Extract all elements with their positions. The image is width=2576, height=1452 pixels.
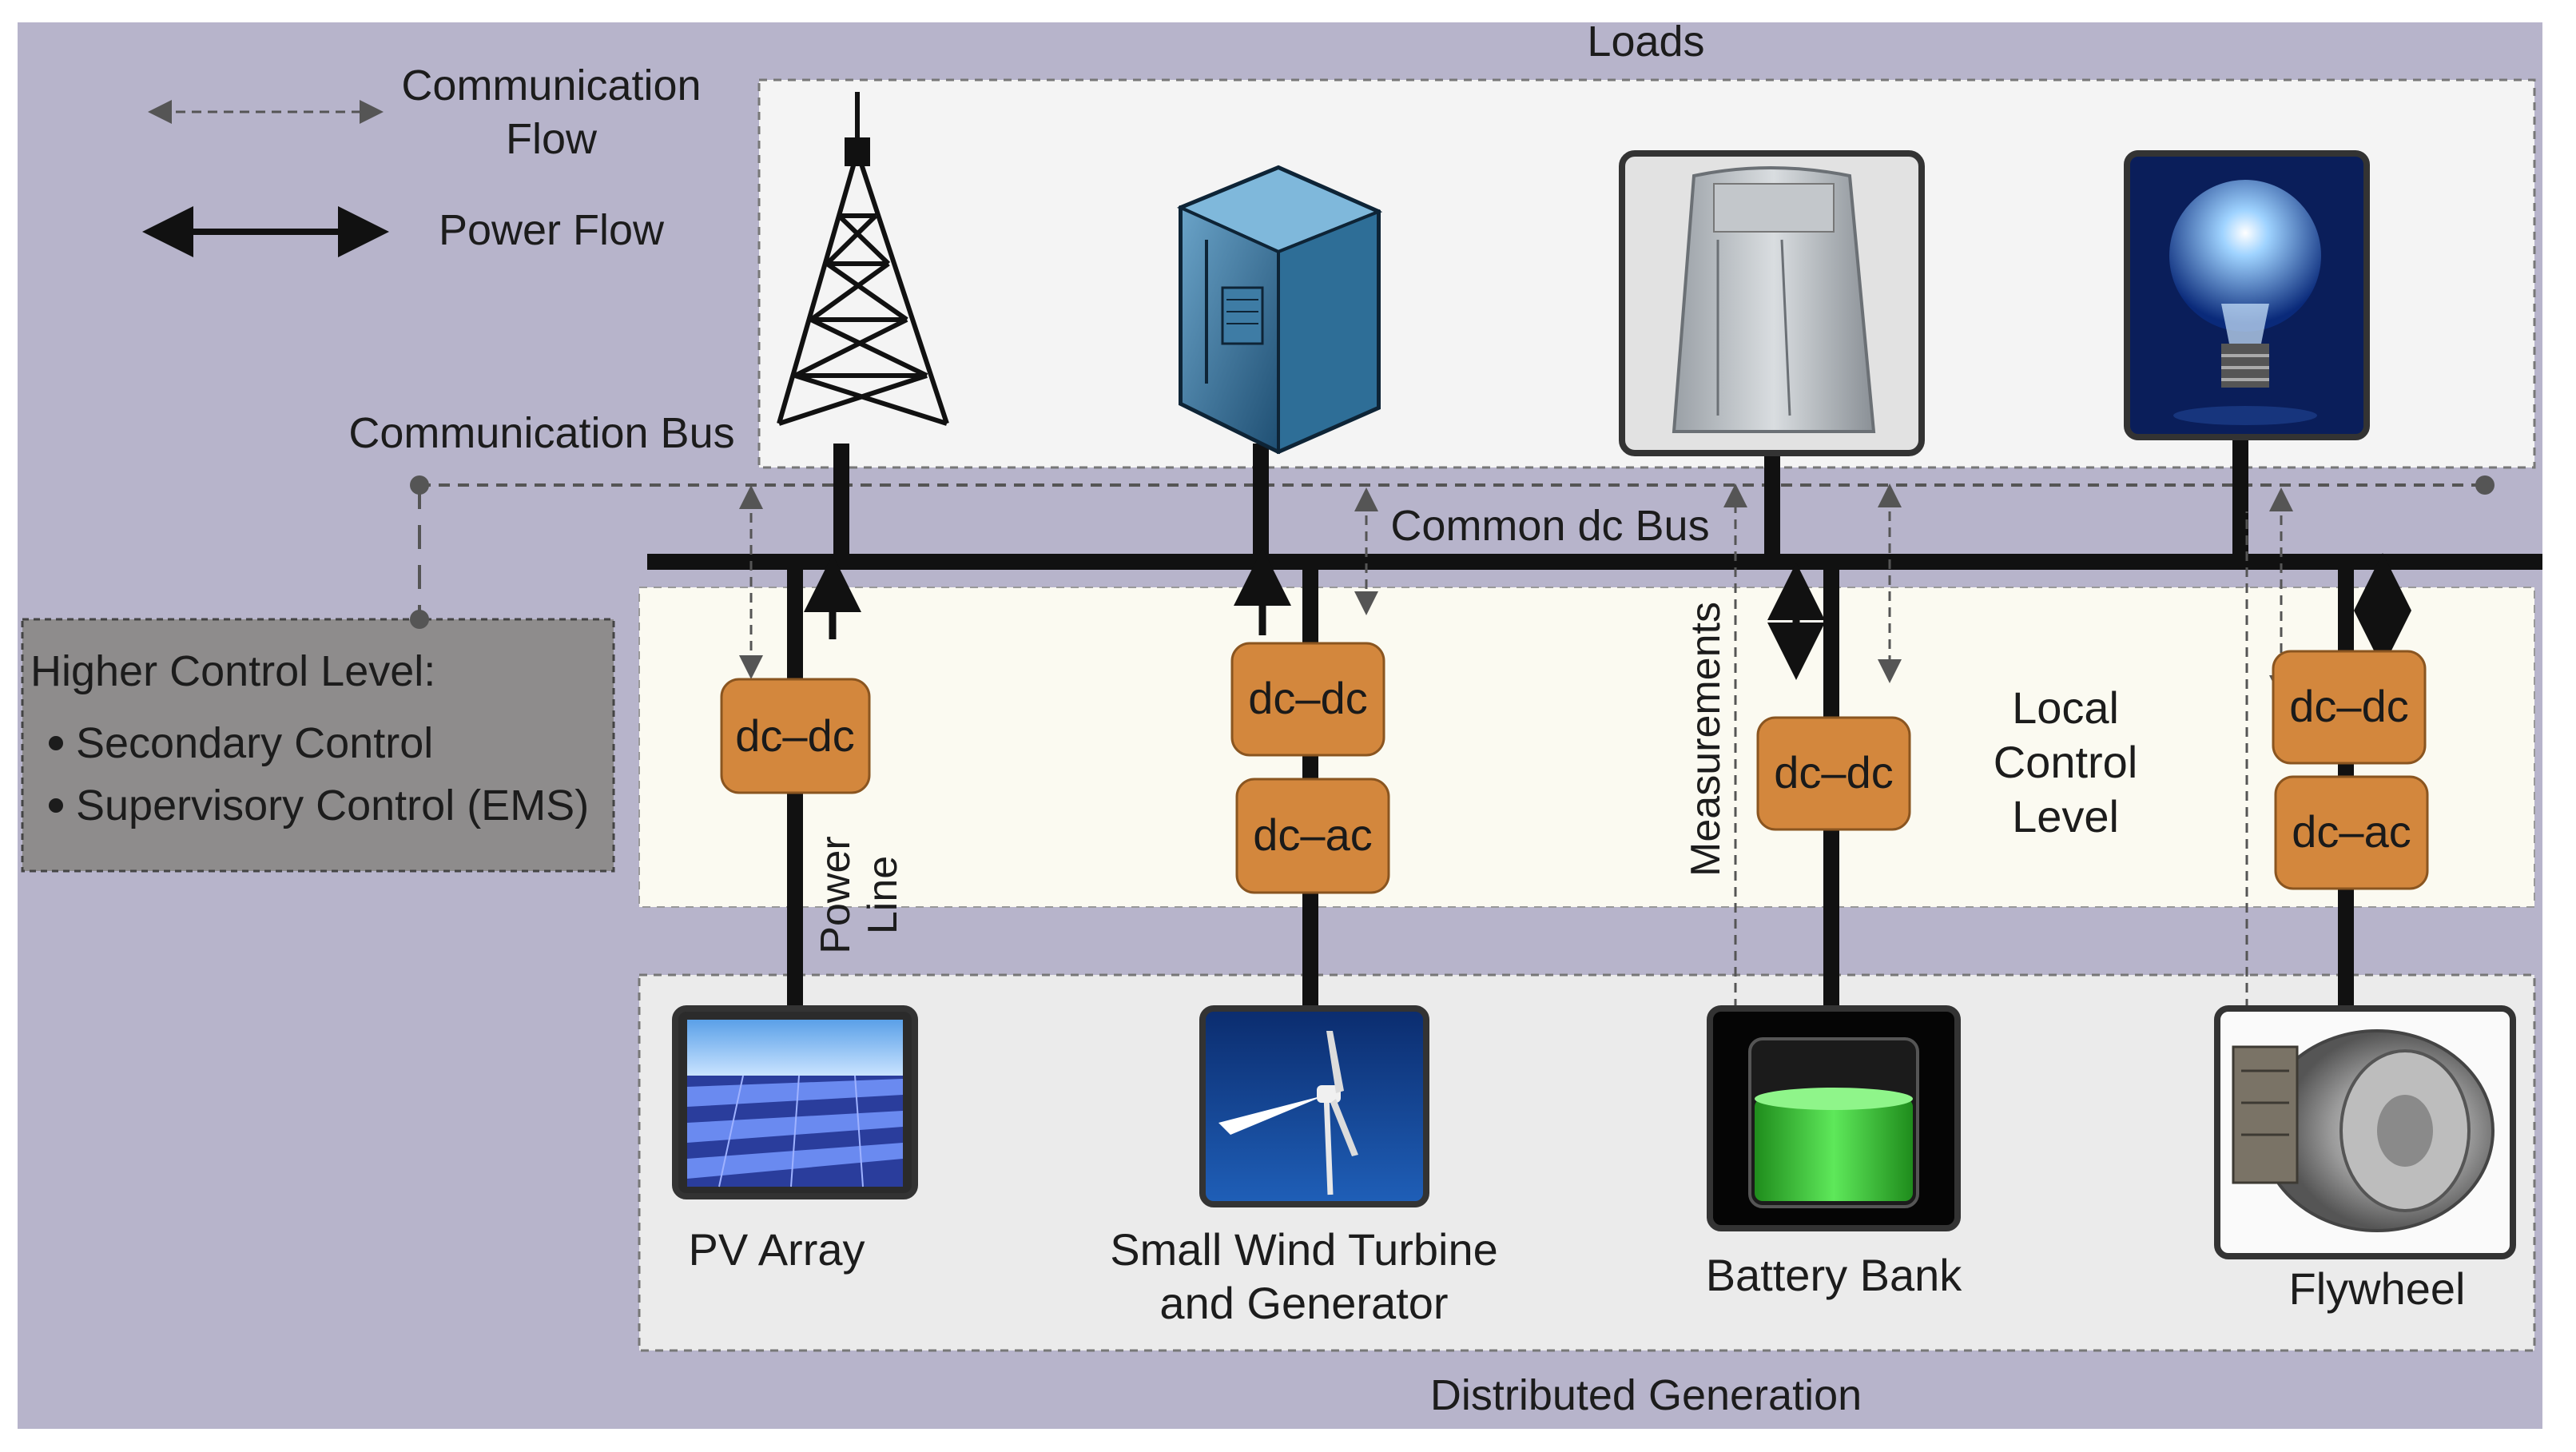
battery-bank-icon xyxy=(1707,1005,1961,1231)
measurements-label: Measurements xyxy=(1683,602,1729,877)
higher-control-title: Higher Control Level: xyxy=(30,647,435,695)
flywheel-label: Flywheel xyxy=(2289,1263,2466,1314)
local-control-label-3: Level xyxy=(2012,791,2119,841)
pv-array-icon xyxy=(672,1005,918,1199)
pv-array-label: PV Array xyxy=(689,1224,865,1275)
flywheel-dcac-converter: dc–ac xyxy=(2274,775,2429,890)
bulb-power-line xyxy=(2232,440,2248,562)
svg-text:dc–dc: dc–dc xyxy=(1248,673,1367,723)
communication-bus-end-node xyxy=(2475,475,2495,495)
legend-communication-label-1: Communication xyxy=(401,62,701,109)
light-bulb-icon xyxy=(2124,150,2370,440)
telecom-tower-icon xyxy=(777,92,949,426)
wind-dcac-converter: dc–ac xyxy=(1235,778,1390,894)
svg-text:dc–dc: dc–dc xyxy=(1774,747,1893,798)
loads-label: Loads xyxy=(1587,18,1704,66)
flywheel-dcdc-converter: dc–dc xyxy=(2272,650,2427,765)
communication-control-node xyxy=(410,610,429,629)
legend-communication-label-2: Flow xyxy=(506,115,598,163)
battery-dcdc-converter: dc–dc xyxy=(1756,716,1911,831)
communication-bus-label: Communication Bus xyxy=(348,409,734,457)
tower-power-line xyxy=(833,444,849,562)
svg-text:dc–dc: dc–dc xyxy=(735,710,854,761)
wind-turbine-icon xyxy=(1199,1005,1429,1207)
server-cabinet-icon xyxy=(1176,165,1383,455)
ac-power-line xyxy=(1764,455,1780,562)
svg-text:dc–ac: dc–ac xyxy=(1253,810,1372,860)
legend-power-label: Power Flow xyxy=(439,206,665,254)
svg-text:dc–dc: dc–dc xyxy=(2289,681,2408,731)
svg-text:dc–ac: dc–ac xyxy=(2292,806,2411,857)
wind-turbine-label-2: and Generator xyxy=(1159,1278,1448,1328)
local-control-panel xyxy=(638,587,2535,908)
common-dc-bus xyxy=(647,554,2542,570)
common-dc-bus-label: Common dc Bus xyxy=(1390,502,1709,550)
distributed-generation-label: Distributed Generation xyxy=(1430,1371,1862,1419)
higher-control-item-supervisory: Supervisory Control (EMS) xyxy=(76,782,589,829)
air-conditioner-icon xyxy=(1619,150,1925,456)
power-line-label-2: Line xyxy=(860,856,906,934)
power-line-label-1: Power xyxy=(813,836,859,953)
bullet-icon xyxy=(49,736,63,750)
bullet-icon xyxy=(49,798,63,813)
local-control-label-2: Control xyxy=(1994,737,2138,787)
local-control-label-1: Local xyxy=(2012,682,2119,733)
wind-turbine-label-1: Small Wind Turbine xyxy=(1110,1224,1498,1275)
higher-control-item-secondary: Secondary Control xyxy=(76,719,433,767)
wind-dcdc-converter: dc–dc xyxy=(1230,642,1385,757)
battery-bank-label: Battery Bank xyxy=(1706,1250,1963,1300)
higher-control-box xyxy=(21,618,615,873)
flywheel-icon xyxy=(2214,1005,2516,1259)
pv-dcdc-converter: dc–dc xyxy=(720,678,871,794)
cabinet-power-line xyxy=(1253,444,1269,562)
